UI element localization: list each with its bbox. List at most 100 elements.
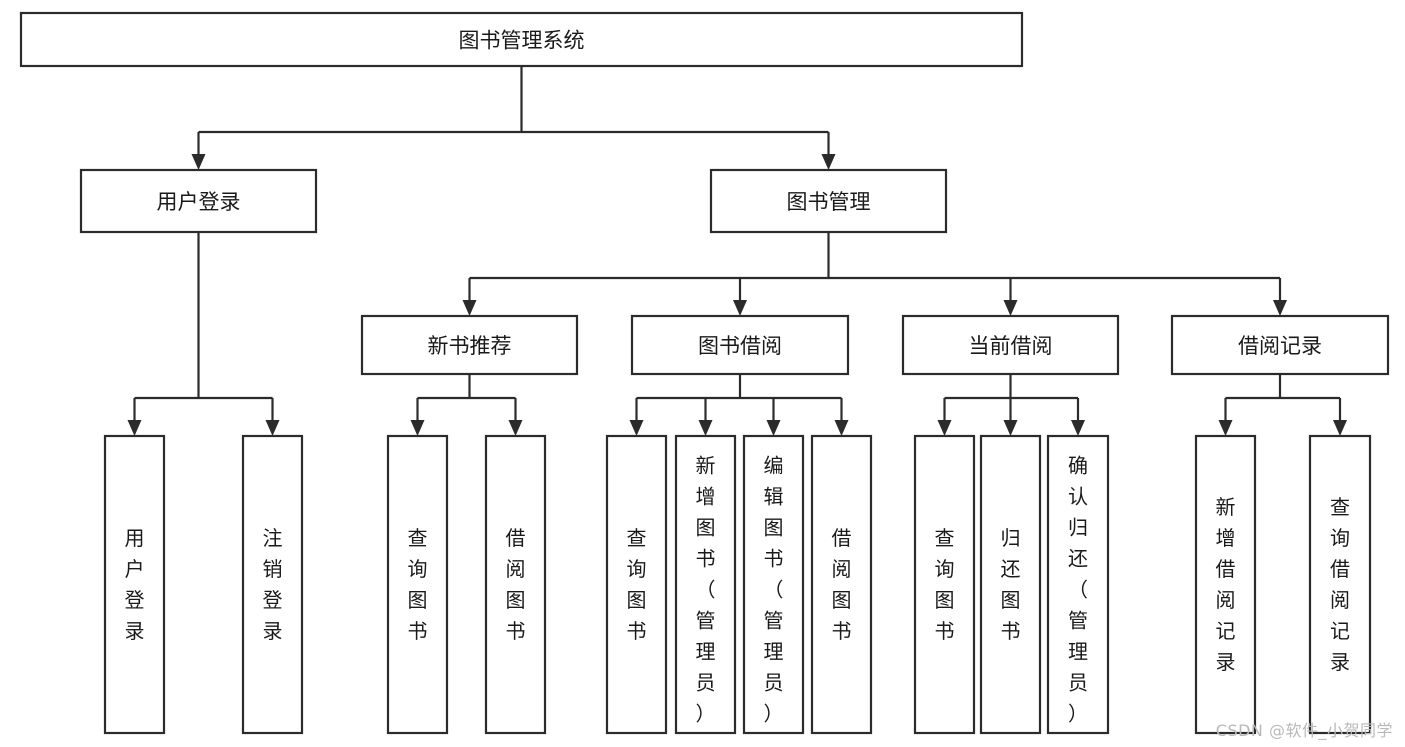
svg-text:书: 书	[832, 619, 852, 643]
svg-text:理: 理	[764, 640, 784, 664]
svg-text:查: 查	[1330, 495, 1350, 519]
svg-text:阅: 阅	[1216, 588, 1236, 612]
svg-text:查: 查	[935, 526, 955, 550]
svg-text:书: 书	[506, 619, 526, 643]
arrow-head-icon	[733, 300, 747, 316]
node-box-leaf-add-book	[674, 434, 737, 735]
svg-text:图: 图	[1001, 588, 1021, 612]
svg-text:还: 还	[1001, 557, 1021, 581]
node-box-leaf-borrow-book-rec	[484, 434, 547, 735]
svg-text:查: 查	[627, 526, 647, 550]
arrow-head-icon	[1003, 300, 1018, 316]
svg-text:书: 书	[627, 619, 647, 643]
arrow-head-icon	[766, 420, 781, 436]
node-box-current-borrow	[901, 314, 1120, 376]
node-label-root: 图书管理系统	[459, 29, 585, 53]
svg-text:管: 管	[764, 609, 784, 633]
svg-text:新: 新	[696, 454, 716, 478]
svg-text:归: 归	[1068, 516, 1088, 540]
svg-text:图: 图	[696, 516, 716, 540]
svg-text:借: 借	[1330, 557, 1350, 581]
node-box-root	[19, 11, 1024, 68]
arrow-head-icon	[1218, 420, 1233, 436]
svg-text:辑: 辑	[764, 485, 784, 509]
svg-text:询: 询	[935, 557, 955, 581]
svg-text:书: 书	[408, 619, 428, 643]
arrow-head-icon	[410, 420, 425, 436]
node-label-leaf-user-login: 用户登录	[125, 526, 145, 643]
node-box-book-borrow	[630, 314, 850, 376]
svg-text:录: 录	[1330, 650, 1350, 674]
svg-text:登: 登	[263, 588, 283, 612]
svg-text:书: 书	[1001, 619, 1021, 643]
node-box-leaf-add-record	[1194, 434, 1257, 735]
svg-text:）: ）	[764, 702, 784, 726]
svg-text:理: 理	[1068, 640, 1088, 664]
svg-text:图: 图	[627, 588, 647, 612]
node-box-leaf-logout	[241, 434, 304, 735]
svg-text:销: 销	[263, 557, 283, 581]
node-label-book-borrow: 图书借阅	[698, 334, 782, 358]
svg-text:询: 询	[627, 557, 647, 581]
svg-text:）: ）	[1068, 702, 1088, 726]
node-box-leaf-user-login	[103, 434, 166, 735]
svg-text:认: 认	[1068, 485, 1088, 509]
node-box-leaf-confirm-return	[1046, 434, 1110, 735]
svg-text:图: 图	[764, 516, 784, 540]
svg-text:记: 记	[1216, 619, 1236, 643]
node-box-leaf-edit-book	[742, 434, 805, 735]
arrow-head-icon	[191, 154, 206, 170]
svg-text:增: 增	[696, 485, 716, 509]
arrow-head-icon	[1333, 420, 1347, 436]
svg-text:记: 记	[1330, 619, 1350, 643]
svg-text:（: （	[1068, 578, 1088, 602]
csdn-watermark: CSDN @软件_小贺同学	[1215, 721, 1393, 740]
svg-text:还: 还	[1068, 547, 1088, 571]
node-box-leaf-return-book	[979, 434, 1042, 735]
svg-text:员: 员	[1068, 671, 1088, 695]
arrow-head-icon	[1273, 300, 1287, 316]
svg-text:图: 图	[832, 588, 852, 612]
node-label-new-book-recommend: 新书推荐	[428, 334, 512, 358]
node-label-current-borrow: 当前借阅	[969, 334, 1053, 358]
svg-text:管: 管	[696, 609, 716, 633]
arrow-head-icon	[937, 420, 952, 436]
node-box-leaf-query-book-cur	[913, 434, 976, 735]
node-box-user-login	[79, 168, 318, 234]
svg-text:查: 查	[408, 526, 428, 550]
node-label-user-login: 用户登录	[157, 190, 241, 214]
node-box-book-management	[709, 168, 948, 234]
svg-text:员: 员	[764, 671, 784, 695]
svg-text:新: 新	[1216, 495, 1236, 519]
svg-text:借: 借	[832, 526, 852, 550]
arrow-head-icon	[629, 420, 644, 436]
svg-text:图: 图	[506, 588, 526, 612]
arrow-head-icon	[834, 420, 849, 436]
svg-text:录: 录	[263, 619, 283, 643]
svg-text:（: （	[764, 578, 784, 602]
svg-text:阅: 阅	[506, 557, 526, 581]
svg-text:录: 录	[125, 619, 145, 643]
node-box-leaf-query-record	[1308, 434, 1372, 735]
svg-text:）: ）	[696, 702, 716, 726]
svg-text:书: 书	[696, 547, 716, 571]
node-label-book-management: 图书管理	[787, 190, 871, 214]
arrow-head-icon	[265, 420, 280, 436]
svg-text:户: 户	[125, 557, 145, 581]
arrow-head-icon	[698, 420, 713, 436]
svg-text:（: （	[696, 578, 716, 602]
svg-text:确: 确	[1068, 454, 1088, 478]
arrow-head-icon	[1071, 420, 1085, 436]
arrow-head-icon	[127, 420, 142, 436]
